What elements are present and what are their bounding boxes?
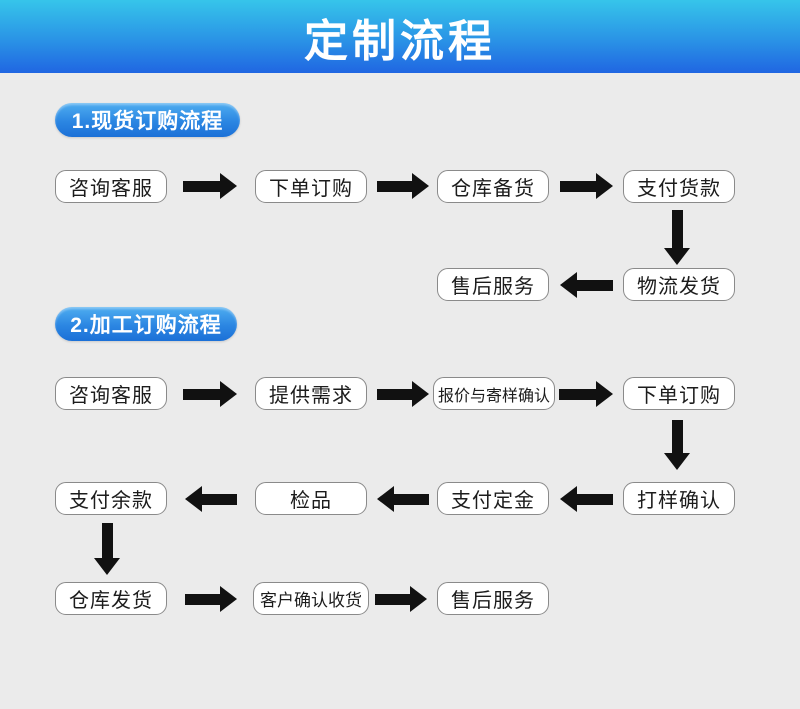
arrow-left-icon: [560, 486, 613, 512]
arrow-right-icon: [183, 173, 237, 199]
header-banner: 定制流程: [0, 0, 800, 73]
arrow-left-icon: [185, 486, 237, 512]
page-title: 定制流程: [304, 16, 496, 66]
arrow-down-icon: [664, 210, 690, 265]
step-quote-sample-confirm: 报价与寄样确认: [433, 377, 555, 410]
step-warehouse-ship: 仓库发货: [55, 582, 167, 615]
step-place-order: 下单订购: [623, 377, 735, 410]
arrow-right-icon: [377, 381, 429, 407]
step-consult-support: 咨询客服: [55, 377, 167, 410]
step-warehouse-stock: 仓库备货: [437, 170, 549, 203]
arrow-right-icon: [559, 381, 613, 407]
step-after-sales: 售后服务: [437, 582, 549, 615]
arrow-right-icon: [183, 381, 237, 407]
arrow-left-icon: [377, 486, 429, 512]
arrow-left-icon: [560, 272, 613, 298]
step-customer-confirm-receipt: 客户确认收货: [253, 582, 369, 615]
step-inspection: 检品: [255, 482, 367, 515]
arrow-right-icon: [377, 173, 429, 199]
step-logistics-ship: 物流发货: [623, 268, 735, 301]
step-pay-deposit: 支付定金: [437, 482, 549, 515]
arrow-right-icon: [560, 173, 613, 199]
step-consult-support: 咨询客服: [55, 170, 167, 203]
section-label-stock-order-flow: 1.现货订购流程: [55, 103, 240, 137]
step-pay-amount: 支付货款: [623, 170, 735, 203]
section-label-processing-order-flow: 2.加工订购流程: [55, 307, 237, 341]
arrow-right-icon: [185, 586, 237, 612]
step-provide-requirements: 提供需求: [255, 377, 367, 410]
arrow-down-icon: [664, 420, 690, 470]
step-place-order: 下单订购: [255, 170, 367, 203]
arrow-right-icon: [375, 586, 427, 612]
step-after-sales: 售后服务: [437, 268, 549, 301]
arrow-down-icon: [94, 523, 120, 575]
step-sample-confirm: 打样确认: [623, 482, 735, 515]
step-pay-balance: 支付余款: [55, 482, 167, 515]
